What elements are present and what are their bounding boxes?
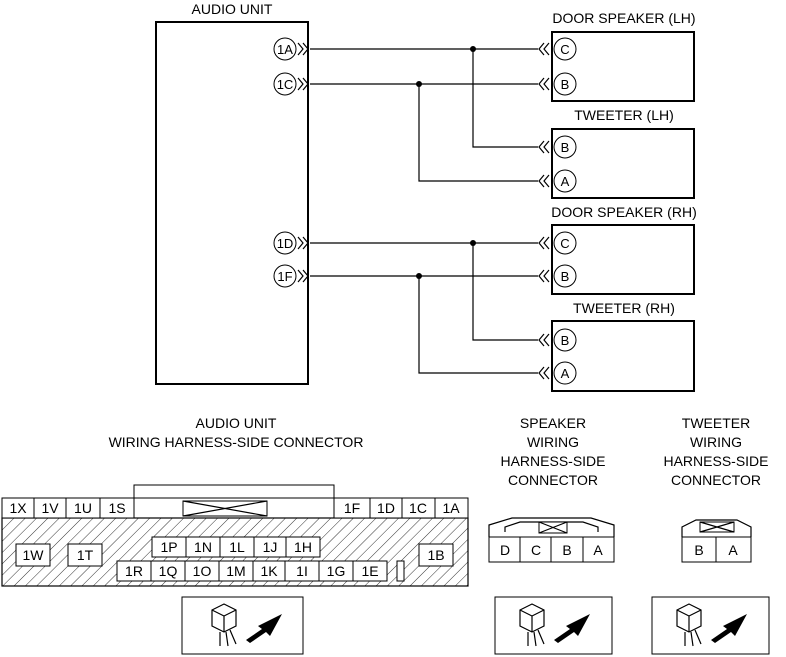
tweeter-connector-title-2: WIRING [690, 434, 742, 450]
tweeter-lh-pin-a: A [538, 169, 577, 193]
svg-text:1S: 1S [108, 500, 125, 516]
tweeter-rh-box [551, 320, 695, 392]
door-rh-pin-b: B [538, 264, 577, 288]
svg-text:1O: 1O [193, 563, 212, 579]
wiring-lh [310, 46, 538, 182]
svg-text:1D: 1D [377, 500, 395, 516]
svg-text:1P: 1P [160, 539, 177, 555]
audio-conn-side-cells: 1W 1T 1B [15, 543, 454, 567]
svg-text:C: C [560, 236, 569, 251]
tweeter-rh-pin-b: B [538, 328, 577, 352]
svg-text:1D: 1D [277, 236, 294, 251]
svg-text:1R: 1R [125, 563, 143, 579]
audio-conn-mid-row: 1P 1N 1L 1J 1H [151, 536, 321, 558]
svg-text:1V: 1V [41, 500, 59, 516]
tweeter-lh-box [551, 128, 695, 199]
audio-pin-1d: 1D [273, 231, 309, 255]
svg-text:B: B [561, 269, 570, 284]
svg-text:1M: 1M [226, 563, 245, 579]
door-speaker-rh-box [551, 224, 695, 295]
audio-conn-top-left: 1X 1V 1U 1S [1, 497, 135, 519]
svg-text:1A: 1A [442, 500, 460, 516]
svg-text:B: B [561, 140, 570, 155]
svg-text:1F: 1F [277, 269, 292, 284]
svg-text:C: C [560, 42, 569, 57]
door-lh-pin-b: B [538, 72, 577, 96]
svg-text:1K: 1K [260, 563, 278, 579]
svg-text:1I: 1I [296, 563, 308, 579]
tweeter-rh-title: TWEETER (RH) [573, 300, 675, 316]
svg-text:1J: 1J [263, 539, 278, 555]
door-speaker-rh-title: DOOR SPEAKER (RH) [551, 204, 696, 220]
svg-text:A: A [728, 542, 738, 558]
door-rh-pin-c: C [538, 231, 577, 255]
tweeter-harness-connector: B A [681, 519, 752, 563]
audio-pin-1a: 1A [273, 37, 309, 61]
svg-text:1X: 1X [9, 500, 27, 516]
svg-text:A: A [593, 542, 603, 558]
speaker-connector-title-2: WIRING [527, 434, 579, 450]
svg-text:1C: 1C [409, 500, 427, 516]
svg-text:A: A [561, 366, 570, 381]
svg-text:A: A [561, 174, 570, 189]
audio-connector-title-line1: AUDIO UNIT [196, 415, 277, 431]
speaker-harness-connector: D C B A [488, 517, 615, 563]
svg-text:1U: 1U [74, 500, 92, 516]
audio-conn-bottom-row: 1R 1Q 1O 1M 1K 1I 1G 1E [116, 560, 405, 582]
audio-pin-1c: 1C [273, 72, 309, 96]
speaker-connector-title-1: SPEAKER [520, 415, 586, 431]
svg-text:B: B [694, 542, 703, 558]
tweeter-connector-title-1: TWEETER [682, 415, 750, 431]
svg-text:1C: 1C [277, 77, 294, 92]
svg-text:1W: 1W [23, 547, 45, 563]
audio-pin-1f: 1F [273, 264, 309, 288]
svg-text:1Q: 1Q [159, 563, 178, 579]
audio-unit-title: AUDIO UNIT [192, 1, 273, 17]
svg-text:1E: 1E [361, 563, 378, 579]
audio-connector-view-icon [181, 596, 304, 655]
tweeter-lh-pin-b: B [538, 135, 577, 159]
tweeter-connector-title-4: CONNECTOR [671, 472, 761, 488]
door-speaker-lh-title: DOOR SPEAKER (LH) [552, 10, 695, 26]
svg-text:1B: 1B [427, 547, 444, 563]
svg-text:1N: 1N [194, 539, 212, 555]
svg-text:1A: 1A [277, 42, 293, 57]
tweeter-connector-view-icon [651, 596, 770, 655]
svg-text:C: C [531, 542, 541, 558]
svg-text:B: B [561, 333, 570, 348]
tweeter-lh-title: TWEETER (LH) [574, 107, 674, 123]
svg-text:B: B [562, 542, 571, 558]
speaker-connector-title-4: CONNECTOR [508, 472, 598, 488]
audio-connector-title-line2: WIRING HARNESS-SIDE CONNECTOR [109, 434, 364, 450]
wiring-rh [310, 240, 538, 374]
door-lh-pin-c: C [538, 37, 577, 61]
svg-text:1L: 1L [229, 539, 245, 555]
speaker-connector-title-3: HARNESS-SIDE [500, 453, 605, 469]
tweeter-rh-pin-a: A [538, 361, 577, 385]
tweeter-connector-title-3: HARNESS-SIDE [663, 453, 768, 469]
svg-text:B: B [561, 77, 570, 92]
svg-text:1F: 1F [344, 500, 360, 516]
svg-text:1T: 1T [77, 547, 94, 563]
svg-text:1G: 1G [327, 563, 346, 579]
door-speaker-lh-box [551, 31, 695, 102]
svg-text:1H: 1H [294, 539, 312, 555]
svg-text:D: D [500, 542, 510, 558]
speaker-connector-view-icon [494, 596, 613, 655]
audio-conn-top-right: 1F 1D 1C 1A [333, 497, 469, 519]
